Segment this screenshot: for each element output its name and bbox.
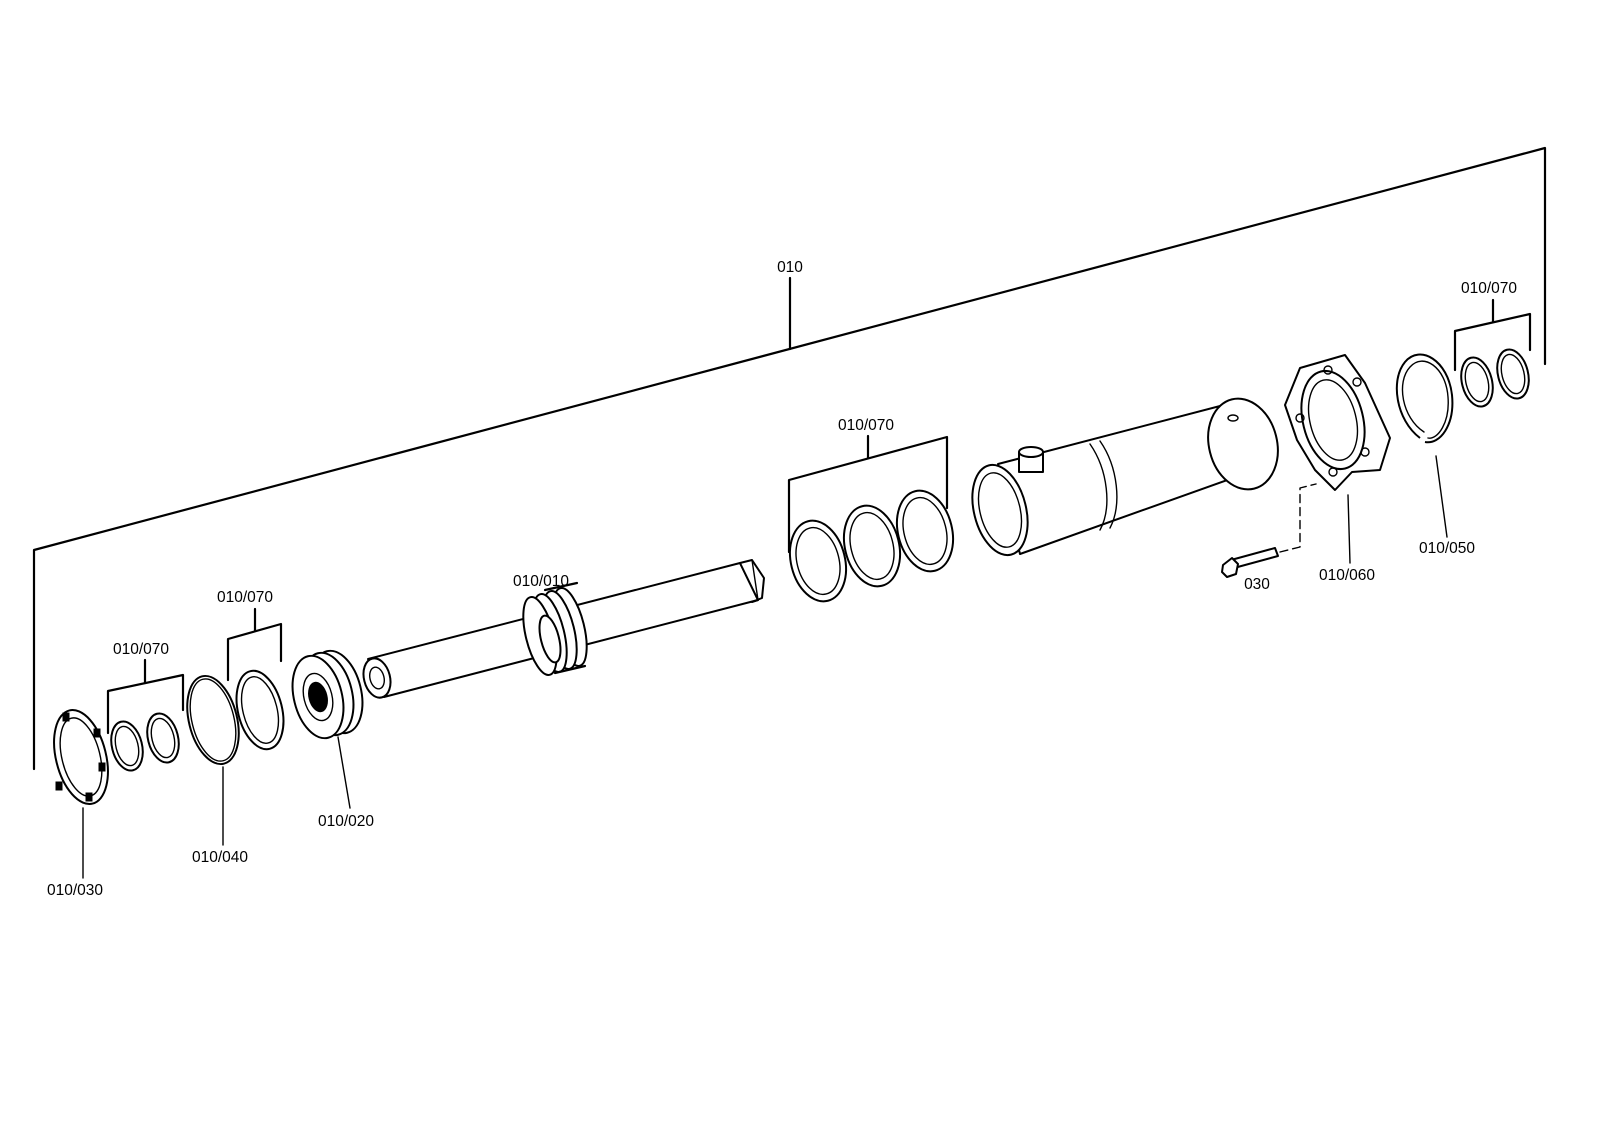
wiper-ring-part[interactable] xyxy=(45,704,117,809)
right-seals[interactable] xyxy=(1453,298,1534,410)
cylinder-seals[interactable] xyxy=(782,434,961,607)
label-piston[interactable]: 010/020 xyxy=(318,813,374,830)
piston-rod-part[interactable] xyxy=(360,559,765,701)
leader-snap-ring xyxy=(1435,455,1448,538)
left-seals-b[interactable] xyxy=(226,607,291,754)
leader-piston xyxy=(337,736,351,809)
o-ring-part[interactable] xyxy=(179,671,247,770)
label-left-seals-a[interactable]: 010/070 xyxy=(113,641,169,658)
label-piston-rod[interactable]: 010/010 xyxy=(513,573,569,590)
assembly-bracket xyxy=(32,146,1547,771)
label-wiper-ring[interactable]: 010/030 xyxy=(47,882,103,899)
label-bolt[interactable]: 030 xyxy=(1244,576,1270,593)
label-assembly[interactable]: 010 xyxy=(777,259,803,276)
label-cylinder-seals[interactable]: 010/070 xyxy=(838,417,894,434)
bolt-dashed-link xyxy=(1279,483,1317,553)
label-flange[interactable]: 010/060 xyxy=(1319,567,1375,584)
label-right-seals[interactable]: 010/070 xyxy=(1461,280,1517,297)
flange-part[interactable] xyxy=(1284,354,1391,491)
left-seals-a[interactable] xyxy=(106,658,185,774)
label-snap-ring[interactable]: 010/050 xyxy=(1419,540,1475,557)
label-o-ring[interactable]: 010/040 xyxy=(192,849,248,866)
label-left-seals-b[interactable]: 010/070 xyxy=(217,589,273,606)
bolt-part[interactable] xyxy=(1221,547,1279,578)
piston-part[interactable] xyxy=(285,645,371,743)
snap-ring-part[interactable] xyxy=(1395,353,1454,444)
cylinder-barrel-part[interactable] xyxy=(964,391,1287,561)
leader-flange xyxy=(1347,494,1351,564)
